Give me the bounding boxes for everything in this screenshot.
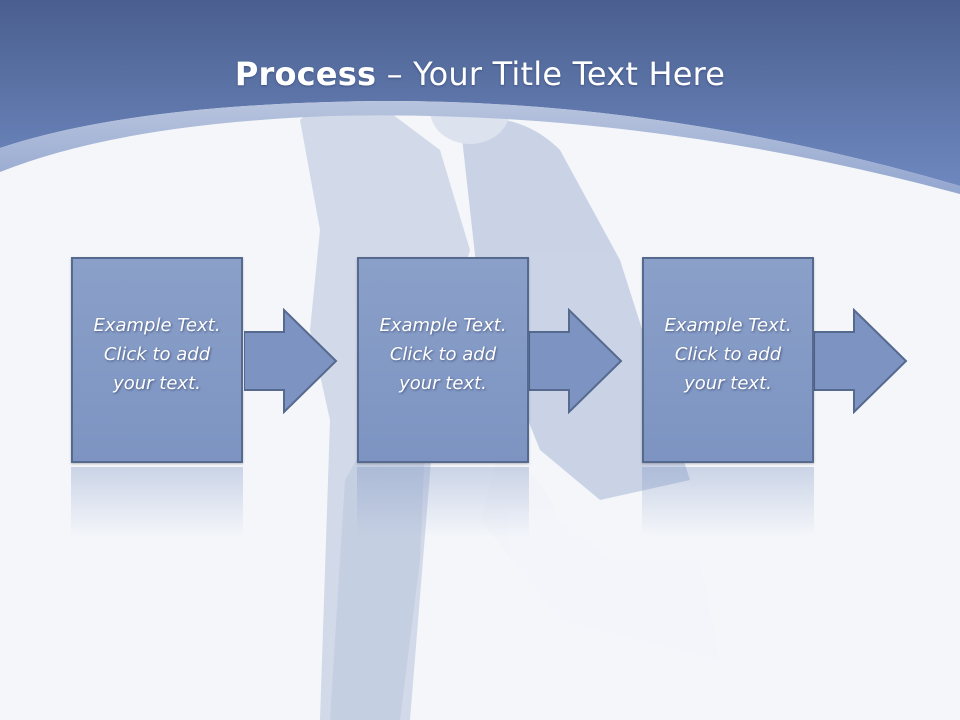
title-rest: – Your Title Text Here [376,55,726,93]
process-step-1[interactable]: Example Text. Click to add your text. [71,257,243,463]
step-reflection [71,467,243,537]
slide-title[interactable]: Process – Your Title Text Here [0,52,960,96]
step-text[interactable]: Example Text. Click to add your text. [379,315,507,394]
arrow-right-icon [244,308,338,414]
process-step-3[interactable]: Example Text. Click to add your text. [642,257,814,463]
step-reflection [642,467,814,537]
process-step-2[interactable]: Example Text. Click to add your text. [357,257,529,463]
step-reflection [357,467,529,537]
title-bold: Process [234,55,377,93]
arrow-right-icon [814,308,908,414]
step-text[interactable]: Example Text. Click to add your text. [93,315,221,394]
arrow-right-icon [529,308,623,414]
step-text[interactable]: Example Text. Click to add your text. [664,315,792,394]
